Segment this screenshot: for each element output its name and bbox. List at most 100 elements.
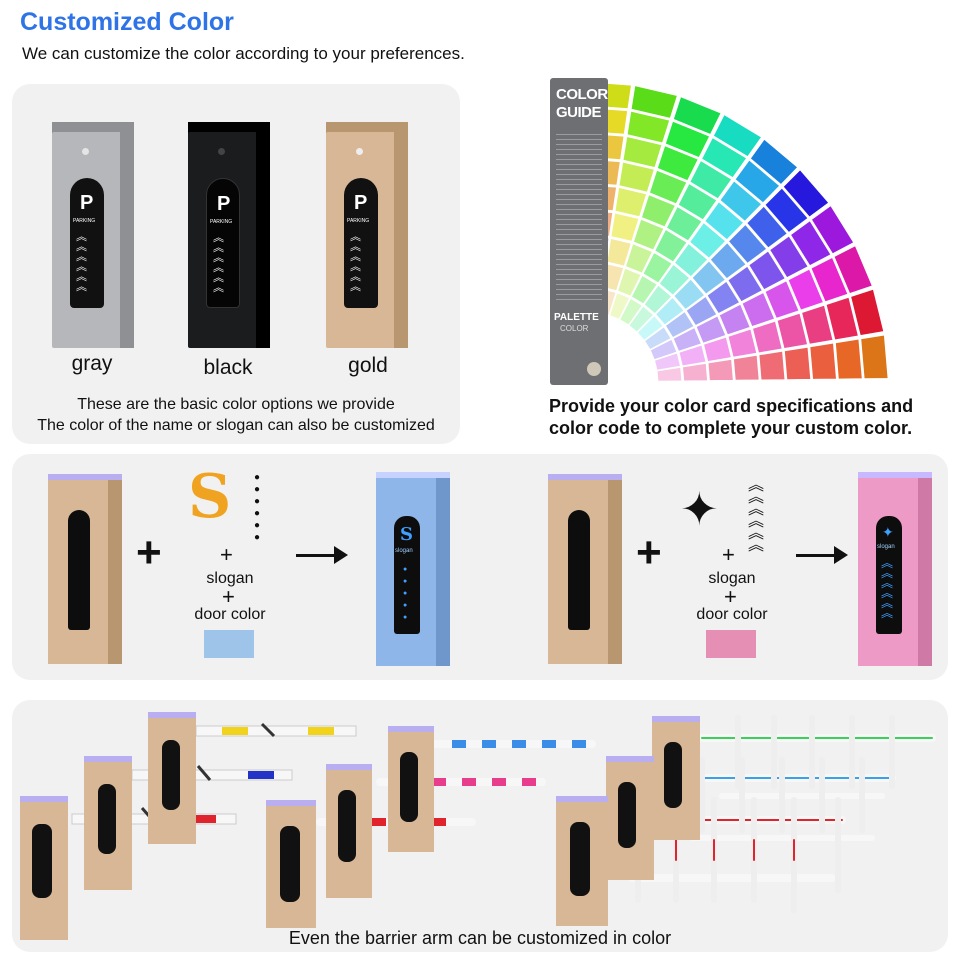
color-swatch (691, 260, 726, 295)
color-swatch (707, 358, 734, 381)
color-swatch (610, 212, 640, 242)
result-blue-unit: S slogan ●●●●● (376, 472, 452, 666)
color-swatch (709, 242, 747, 280)
color-swatch (677, 183, 718, 221)
color-swatch (718, 303, 751, 336)
color-swatch (727, 265, 763, 303)
color-swatch (658, 263, 691, 296)
plus-icon-1: + (136, 528, 162, 577)
color-swatch (850, 288, 885, 336)
color-swatch (664, 311, 695, 339)
arrow-icon-1 (296, 546, 348, 564)
book-rivet (587, 362, 601, 376)
color-swatch (695, 315, 727, 344)
color-guide-fan: COLOR GUIDE PALETTE COLOR (548, 78, 888, 386)
page-title: Customized Color (20, 8, 234, 36)
color-swatch (769, 235, 809, 279)
color-swatch (734, 159, 781, 204)
color-swatch (655, 296, 685, 326)
black-label: black (203, 356, 253, 379)
color-swatch (664, 120, 711, 159)
barrier-arms-panel: Even the barrier arm can be customized i… (12, 700, 948, 952)
color-swatch (654, 352, 681, 371)
barrier-arms-illustration (20, 712, 936, 940)
color-swatch (625, 243, 653, 274)
dots-icon: ●●●●●● (254, 472, 261, 543)
gray-barrier-unit: P PARKING ︽︽︽︽︽︽ (52, 122, 134, 348)
color-swatch (689, 222, 727, 259)
color-swatch (649, 338, 678, 361)
color-guide-book: COLOR GUIDE PALETTE COLOR (550, 78, 608, 385)
folding-arm-group (20, 712, 357, 940)
color-swatch (727, 328, 758, 358)
color-swatch (810, 205, 855, 255)
color-swatch (609, 292, 631, 320)
color-swatch (758, 350, 786, 381)
gold-barrier-unit: P PARKING ︽︽︽︽︽︽ (326, 122, 408, 348)
color-swatch (825, 296, 859, 341)
color-swatch (704, 201, 745, 241)
custom-examples-panel: + S ●●●●●● + slogan + door color S sloga… (12, 454, 948, 680)
logo-diamond-icon: ✦ (680, 483, 719, 535)
arrow-icon-2 (796, 546, 848, 564)
color-swatch (809, 342, 837, 380)
color-swatch (630, 274, 658, 305)
color-swatch (719, 180, 763, 222)
color-swatch (834, 338, 863, 380)
color-swatch (682, 362, 708, 382)
color-swatch (673, 278, 706, 310)
color-swatch (672, 327, 702, 352)
color-swatch (782, 169, 830, 218)
base-gold-unit-2 (548, 474, 624, 664)
door-color-label-2: door color (696, 606, 768, 623)
color-swatch (701, 137, 748, 179)
gray-label: gray (71, 352, 113, 375)
color-swatch (810, 256, 849, 303)
gray-display-panel: P PARKING ︽︽︽︽︽︽ (70, 178, 104, 308)
striped-pole-group (266, 726, 596, 928)
color-swatch (801, 304, 834, 345)
color-swatch (617, 267, 642, 297)
color-swatch (764, 280, 800, 319)
color-swatch (741, 292, 776, 327)
color-swatch (656, 366, 683, 382)
color-swatch (703, 336, 732, 362)
color-swatch (622, 136, 663, 168)
color-swatch (712, 114, 762, 158)
color-swatch (833, 245, 873, 294)
color-swatch (636, 315, 664, 341)
color-swatch (860, 334, 888, 380)
black-display-panel: P PARKING ︽︽︽︽︽︽ (206, 178, 240, 308)
base-gold-unit-1 (48, 474, 124, 664)
gold-label: gold (348, 354, 388, 377)
color-guide-caption-2: color code to complete your custom color… (549, 418, 913, 438)
color-swatch (706, 280, 741, 315)
color-swatch (628, 305, 655, 333)
color-swatch (643, 284, 673, 315)
color-swatch (728, 224, 768, 264)
color-swatch (633, 218, 665, 251)
color-swatch (649, 169, 688, 205)
color-swatch (790, 220, 832, 267)
color-swatch (642, 251, 673, 284)
plus-icon-2: + (636, 528, 662, 577)
color-swatch (685, 296, 718, 327)
color-swatch (749, 138, 799, 185)
color-swatch (619, 297, 643, 326)
color-swatch (666, 206, 703, 242)
door-color-label-1: door color (194, 606, 266, 623)
color-swatch (654, 228, 688, 263)
logo-s-icon: S (188, 462, 232, 532)
fence-arm-group (556, 715, 936, 926)
color-swatch (630, 85, 678, 119)
slogan-label-1: slogan (206, 570, 254, 587)
color-swatch (674, 243, 709, 278)
color-swatch (746, 205, 788, 249)
basic-colors-caption-1: These are the basic color options we pro… (77, 396, 395, 413)
barrier-arms-caption: Even the barrier arm can be customized i… (288, 928, 672, 948)
result-pink-unit: ✦ slogan ︽︽︽︽︽︽ (858, 472, 934, 666)
color-swatch (618, 161, 655, 193)
color-swatch (656, 145, 699, 182)
color-swatch (752, 320, 783, 354)
page-subtitle: We can customize the color according to … (22, 44, 465, 63)
